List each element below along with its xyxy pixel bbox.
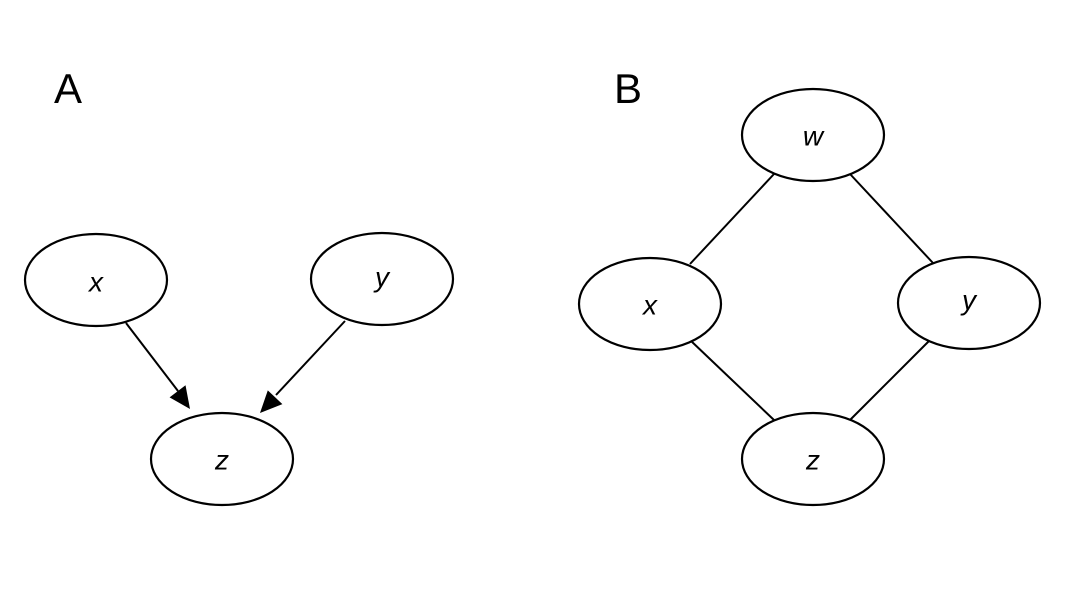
- edge-a-y-z: [275, 320, 346, 396]
- node-b-w: w: [740, 87, 886, 183]
- edge-b-w-y: [849, 173, 934, 264]
- node-label: z: [805, 445, 820, 476]
- node-a-x: x: [23, 232, 169, 328]
- panel-a: A x y z: [23, 65, 455, 507]
- node-label: x: [641, 290, 658, 321]
- node-shape: [740, 411, 886, 507]
- node-shape: [309, 231, 455, 327]
- arrow-head-a-y-z: [260, 390, 283, 413]
- node-label: x: [87, 267, 104, 298]
- node-b-z: z: [740, 411, 886, 507]
- panel-label-b: B: [614, 65, 642, 112]
- node-label: z: [214, 445, 229, 476]
- edge-a-x-z: [125, 322, 179, 392]
- node-a-z: z: [149, 411, 295, 507]
- node-a-y: y: [309, 231, 455, 327]
- node-label: w: [803, 121, 825, 152]
- panel-label-a: A: [54, 65, 82, 112]
- node-shape: [896, 255, 1042, 351]
- node-b-x: x: [577, 256, 723, 352]
- node-label: y: [960, 285, 978, 316]
- edge-b-w-x: [689, 173, 775, 265]
- edge-b-y-z: [849, 339, 931, 421]
- node-label: y: [373, 262, 391, 293]
- node-shape: [149, 411, 295, 507]
- panel-b: B w x y z: [577, 65, 1042, 507]
- edge-b-x-z: [689, 339, 775, 421]
- node-shape: [23, 232, 169, 328]
- node-shape: [577, 256, 723, 352]
- node-b-y: y: [896, 255, 1042, 351]
- arrow-head-a-x-z: [169, 385, 190, 409]
- node-shape: [740, 87, 886, 183]
